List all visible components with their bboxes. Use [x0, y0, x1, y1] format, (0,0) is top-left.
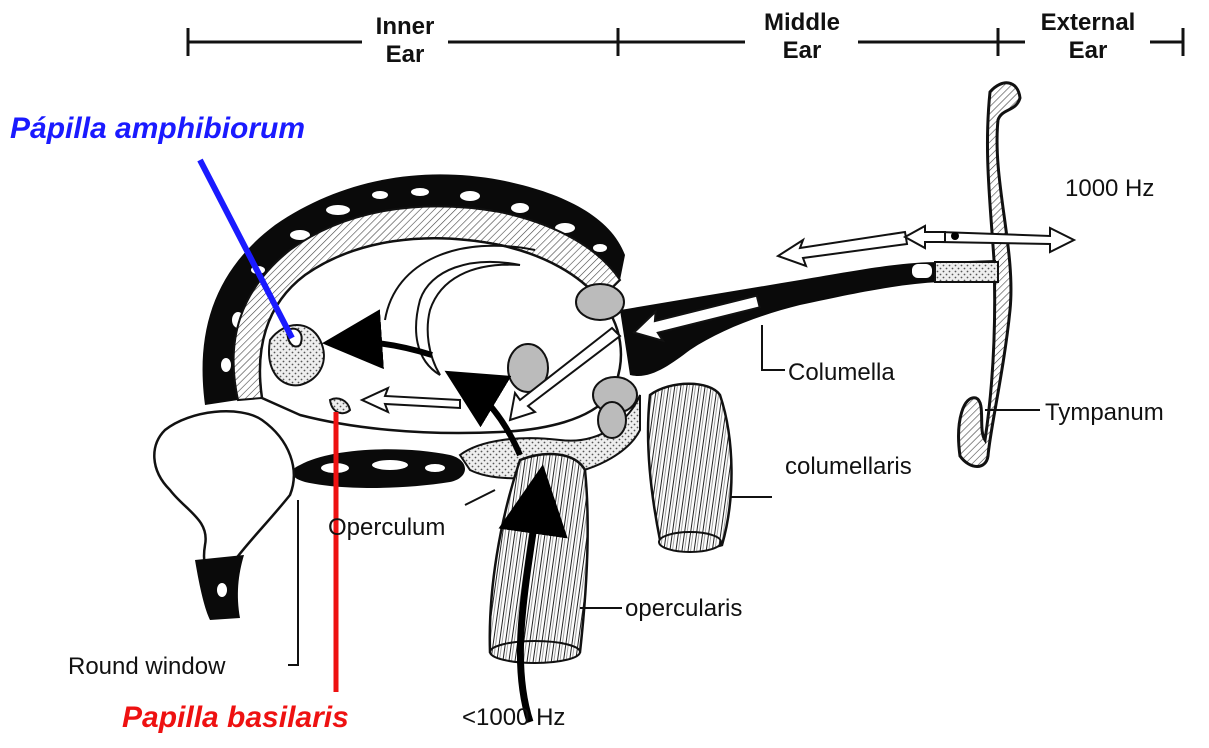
annotation-papilla-amphibiorum: Pápilla amphibiorum [10, 112, 305, 145]
band-spot [217, 583, 227, 597]
label-1000hz: 1000 Hz [1065, 175, 1154, 202]
columella-notch [912, 264, 932, 278]
header-inner-ear-line1: Inner [376, 13, 435, 40]
columella-footplate [935, 262, 998, 282]
opercularis-muscle [490, 454, 588, 658]
header-middle-ear-line1: Middle [764, 9, 840, 36]
columella-tip-dot [951, 232, 959, 240]
perilymphatic-sac [154, 411, 293, 576]
band-spot [372, 460, 408, 470]
header-external-ear-line2: Ear [1069, 37, 1108, 64]
header-external-ear-line1: External [1041, 9, 1136, 36]
columellaris-muscle-end [659, 532, 721, 552]
columellaris-muscle [648, 384, 731, 549]
label-low-frequency: <1000 Hz [462, 704, 565, 731]
header-middle-ear-line2: Ear [783, 37, 822, 64]
annotation-papilla-basilaris: Papilla basilaris [122, 701, 349, 734]
label-round-window: Round window [68, 653, 226, 680]
label-operculum: Operculum [328, 514, 445, 541]
band-spot [425, 464, 445, 472]
label-opercularis: opercularis [625, 595, 742, 622]
opercularis-muscle-end [490, 641, 580, 663]
ear-region-scale [188, 28, 1183, 56]
header-inner-ear-line2: Ear [386, 41, 425, 68]
label-columellaris: columellaris [785, 453, 912, 480]
label-tympanum: Tympanum [1045, 399, 1164, 426]
label-columella: Columella [788, 359, 895, 386]
